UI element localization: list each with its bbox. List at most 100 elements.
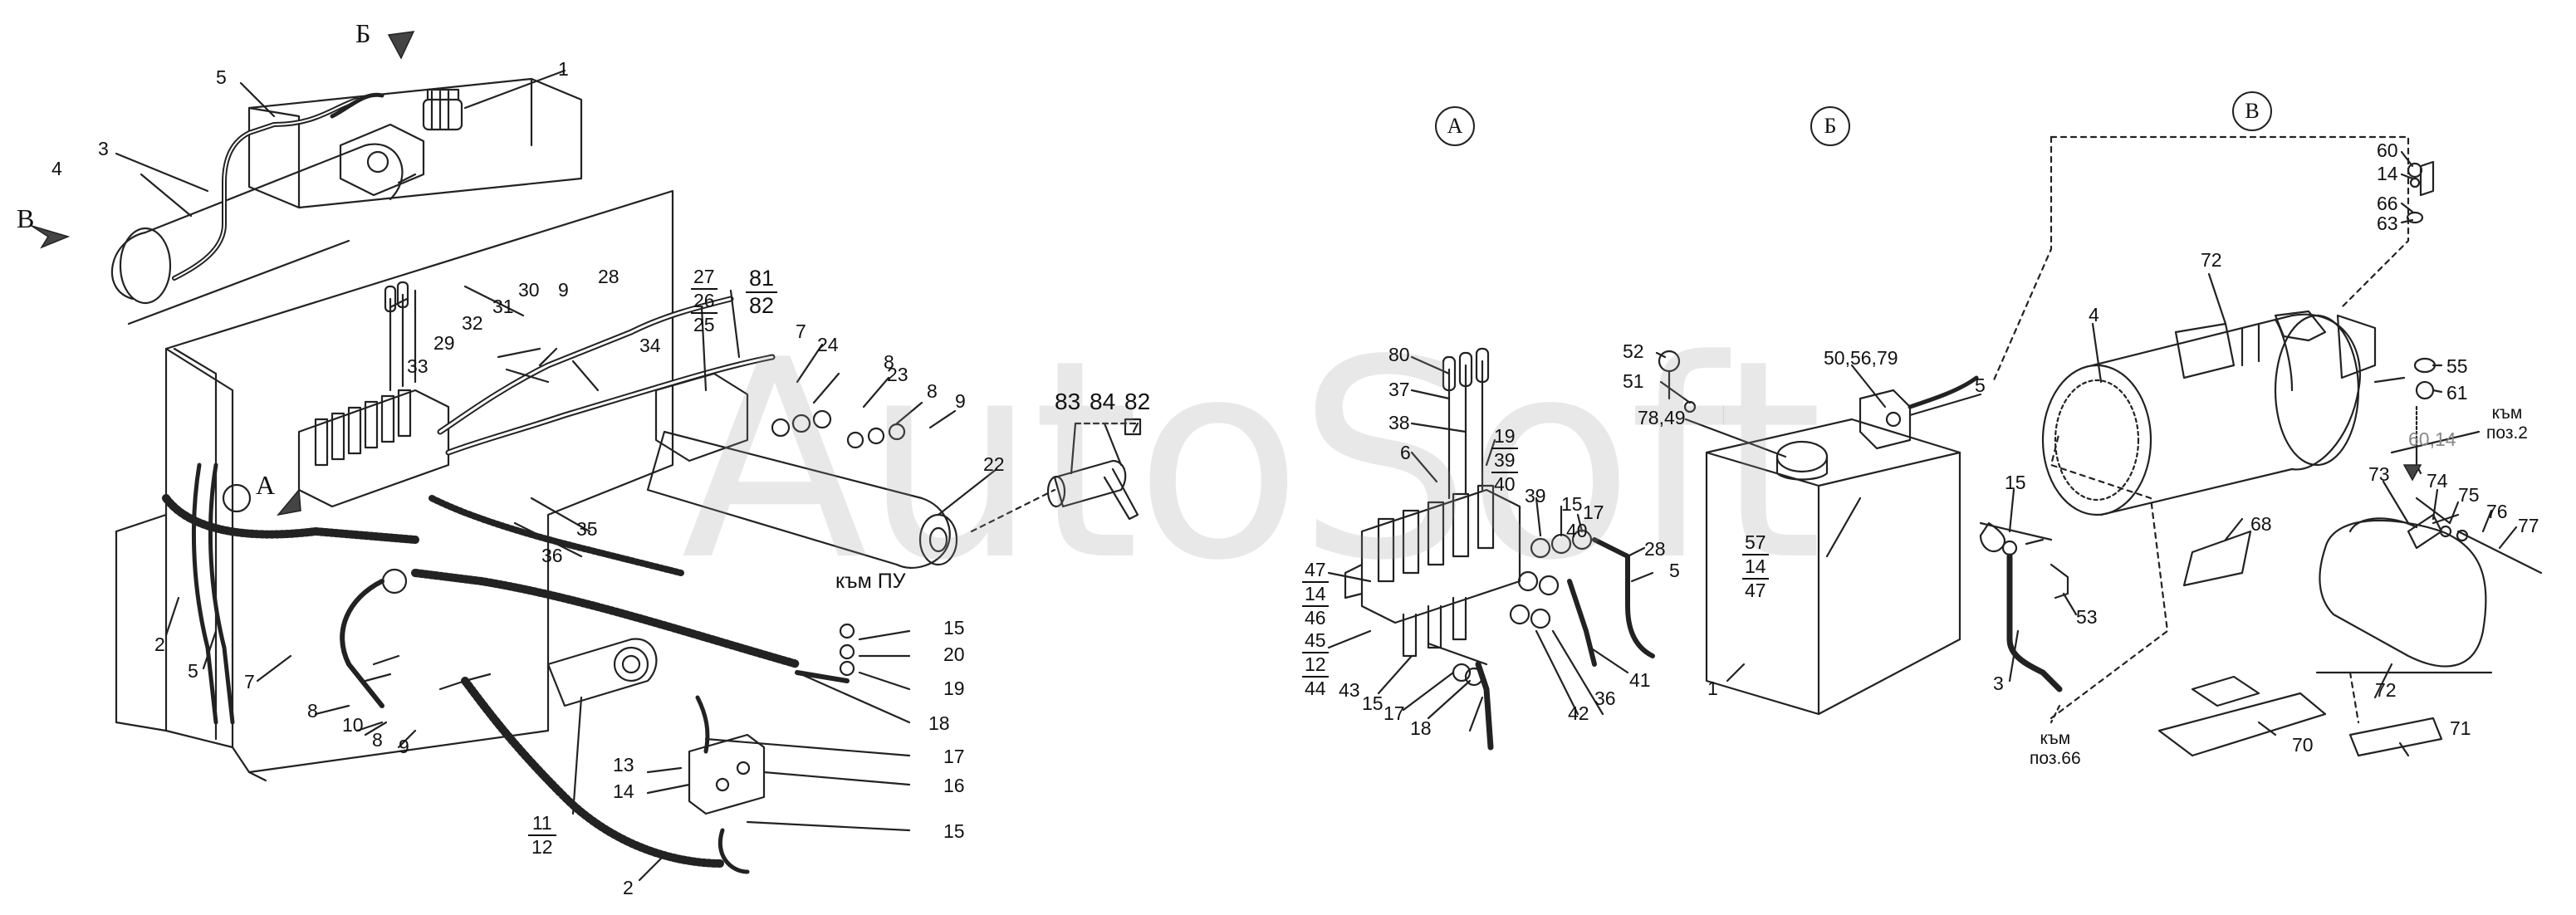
label-9a: 9 [399,736,409,757]
label-17: 17 [943,746,965,767]
label-16: 16 [943,775,965,796]
label-84: 84 [1090,389,1116,414]
view-b-tank [1655,350,2169,724]
view-marker-a: А [256,470,276,500]
label-82: 82 [1124,389,1151,414]
label-35: 35 [576,518,598,540]
view-b-arrow-icon [387,31,415,60]
label-v-75: 75 [2458,484,2480,506]
label-4: 4 [51,158,62,179]
label-v-70: 70 [2292,734,2314,756]
label-v-68: 68 [2250,513,2272,535]
label-a-39: 39 [1525,485,1546,506]
label-v-76: 76 [2486,501,2508,522]
label-b-1: 1 [1707,678,1718,699]
label-a-15b: 15 [1362,692,1383,714]
label-34: 34 [639,335,661,356]
view-title-b: Б [1810,106,1850,146]
label-32: 32 [462,312,483,334]
label-a-6: 6 [1400,442,1411,463]
label-b-5: 5 [1975,374,1986,396]
label-30: 30 [518,279,540,301]
label-v-73: 73 [2368,463,2390,485]
label-8b: 8 [372,729,383,751]
label-kam-poz66: към поз.66 [2030,729,2081,769]
view-v-filter [1991,135,2543,757]
label-v-14: 14 [2377,163,2398,184]
label-a-38: 38 [1388,412,1410,433]
label-19: 19 [943,678,965,699]
label-13: 13 [613,754,634,776]
label-v-61: 61 [2446,382,2468,404]
label-15b: 15 [943,820,965,842]
label-b-52: 52 [1623,340,1644,362]
label-31: 31 [492,296,514,317]
view-marker-v: В [17,203,35,233]
label-a-40: 40 [1566,520,1588,541]
label-24: 24 [817,334,839,355]
label-9c: 9 [955,390,966,412]
label-a-17b: 17 [1383,702,1405,724]
label-29: 29 [433,332,455,354]
label-a-28: 28 [1644,538,1666,560]
arrow-down-icon [2402,464,2422,482]
label-a-17: 17 [1583,502,1604,523]
label-36: 36 [541,545,563,566]
label-a-41: 41 [1629,669,1651,691]
label-v-71: 71 [2450,717,2471,739]
view-v-arrow-icon [31,225,71,249]
watermark: AutoSoft [681,301,1823,620]
view-title-a: А [1435,106,1475,146]
label-14: 14 [613,780,634,802]
label-a-43: 43 [1339,679,1360,701]
label-8a: 8 [307,700,318,722]
label-5b: 5 [188,660,198,682]
label-b-3: 3 [1993,673,2004,694]
tank-assembly-main [110,69,1142,882]
label-v-55: 55 [2446,355,2468,377]
label-3: 3 [98,138,109,159]
view-marker-b: Б [355,18,371,48]
label-b-15: 15 [2005,472,2026,493]
label-v-66: 66 [2377,193,2398,214]
label-28: 28 [598,266,620,287]
label-b-53: 53 [2076,606,2098,628]
label-83: 83 [1055,389,1081,414]
label-8d: 8 [927,380,938,402]
label-23: 23 [887,364,908,385]
label-10: 10 [342,714,364,736]
label-a-42: 42 [1568,702,1589,724]
label-v-60: 60 [2377,139,2398,161]
view-a-arrow-icon [277,488,301,516]
label-a-18: 18 [1410,717,1432,739]
label-b-51: 51 [1623,370,1644,392]
label-22: 22 [983,453,1005,475]
label-1: 1 [558,58,569,80]
label-b-50-56-79: 50,56,79 [1824,347,1898,369]
label-18: 18 [928,712,950,734]
label-v-74: 74 [2427,470,2448,492]
label-v-4: 4 [2089,304,2099,325]
label-15a: 15 [943,617,965,639]
label-33: 33 [407,355,429,377]
label-v-63: 63 [2377,213,2398,234]
label-8c: 8 [884,351,894,373]
label-a-37: 37 [1388,379,1410,400]
label-9b: 9 [558,279,569,301]
label-20: 20 [943,643,965,665]
label-a-80: 80 [1388,344,1410,365]
view-title-v: В [2232,91,2272,131]
label-kam-poz2: към поз.2 [2486,404,2528,443]
label-kam-pu: към ПУ [835,570,906,593]
label-2b: 2 [623,877,634,898]
label-v-72: 72 [2201,249,2222,271]
label-v-72b: 72 [2375,679,2397,701]
label-v-60-14: 60,14 [2408,428,2456,450]
label-2a: 2 [154,634,165,655]
